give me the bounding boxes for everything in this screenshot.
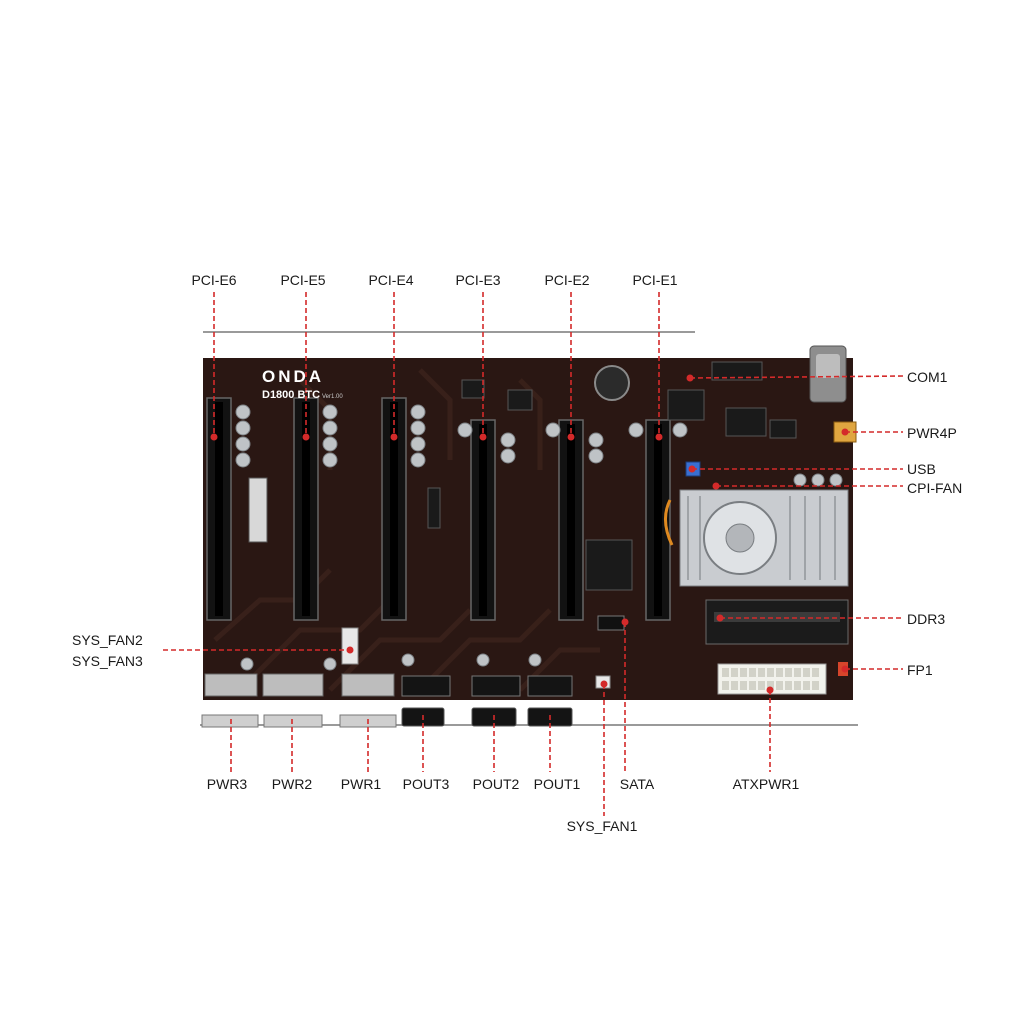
label-pout2: POUT2 [472,776,520,792]
label-sata: SATA [619,776,655,792]
label-pcie5: PCI-E5 [280,272,326,288]
label-sys-fan2: SYS_FAN2 [72,632,143,648]
label-pcie1: PCI-E1 [632,272,678,288]
cpu-heatsink [664,489,849,587]
label-pcie6: PCI-E6 [191,272,237,288]
label-cpi-fan: CPI-FAN [907,480,963,496]
label-pout3: POUT3 [402,776,450,792]
label-pout1: POUT1 [533,776,581,792]
leader-dots [210,374,849,694]
label-pwr3: PWR3 [206,776,248,792]
sys-fan23-header [341,627,359,665]
cmos-battery [594,365,630,401]
label-pwr2: PWR2 [271,776,313,792]
board-power-connectors [204,673,395,697]
board-traces [213,368,600,692]
board-model: D1800 BTC [262,389,320,401]
external-pwr-connectors [201,714,397,728]
label-atxpwr1: ATXPWR1 [732,776,800,792]
label-usb: USB [907,461,936,477]
label-pwr1: PWR1 [340,776,382,792]
label-fp1: FP1 [907,662,933,678]
board-version: Ver1.00 [322,394,343,400]
label-com1: COM1 [907,369,948,385]
pcie-slot-2 [558,419,584,621]
capacitors [235,404,843,671]
label-pwr4p: PWR4P [907,425,957,441]
board-pout-connectors [401,675,573,697]
label-pcie4: PCI-E4 [368,272,414,288]
board-chips [248,361,797,591]
leader-lines [163,292,904,816]
pcie-slot-6 [206,397,232,621]
board-brand: ONDA [262,367,324,386]
ddr3-slot [705,599,849,645]
external-pout-connectors [401,707,573,727]
leader-com1 [689,375,904,379]
label-pcie2: PCI-E2 [544,272,590,288]
label-pcie3: PCI-E3 [455,272,501,288]
pcie-slot-3 [470,419,496,621]
label-sys-fan3: SYS_FAN3 [72,653,143,669]
sata-connector [597,615,625,631]
label-ddr3: DDR3 [907,611,946,627]
label-sys-fan1: SYS_FAN1 [566,818,638,834]
